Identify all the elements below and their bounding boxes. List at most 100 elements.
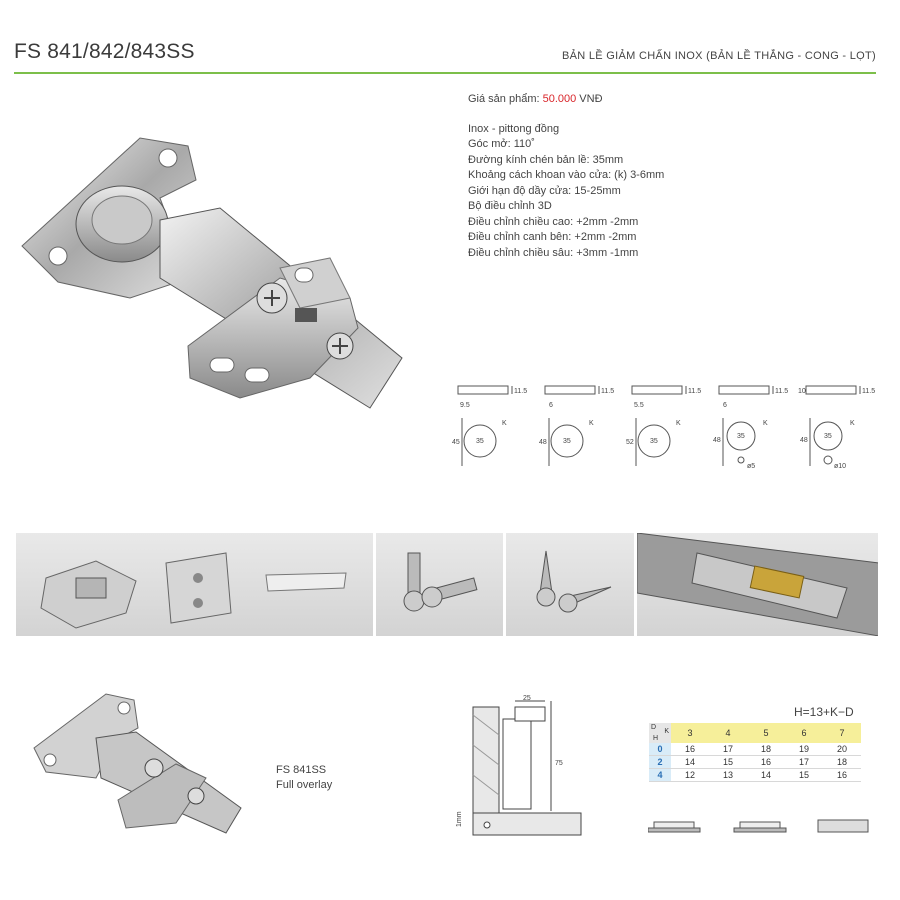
header-divider <box>14 72 876 74</box>
table-cell: 13 <box>709 768 747 782</box>
k-value: 7 <box>823 723 861 743</box>
table-cell: 16 <box>671 743 709 756</box>
k-value: 5 <box>747 723 785 743</box>
d-value: 4 <box>649 768 671 782</box>
drilling-diagram-3: 11.5 5.5 52 35 K <box>626 385 701 466</box>
hinge-profile-sketches <box>648 819 869 833</box>
product-subtitle: BẢN LỀ GIẢM CHẤN INOX (BẢN LỀ THẲNG - CO… <box>562 50 876 62</box>
diagram-1-top: 9.5 <box>460 402 470 409</box>
profile-inset <box>817 819 869 833</box>
corner-d: D <box>651 724 657 731</box>
wood-screws-panel <box>506 533 634 636</box>
mounting-plates-image <box>40 552 347 629</box>
d-value: 0 <box>649 743 671 756</box>
table-cell: 16 <box>747 755 785 769</box>
diagram-2-side: 48 <box>539 439 547 446</box>
piston-closeup-panel <box>636 533 878 636</box>
table-cell: 17 <box>785 755 823 769</box>
section-width: 25 <box>523 695 531 702</box>
diagram-4-side: 48 <box>713 437 721 444</box>
spec-door-thickness: Giới hạn độ dầy cửa: 15-25mm <box>468 184 621 197</box>
overlay-table: D K H 3 4 5 6 7 0 16 17 18 19 20 2 14 15… <box>649 723 861 782</box>
table-cell: 18 <box>823 755 861 769</box>
diagram-4-top: 6 <box>723 402 727 409</box>
diagram-5-k: K <box>850 420 855 427</box>
diagram-2-k: K <box>589 420 594 427</box>
spec-height-adjust: Điều chỉnh chiều cao: +2mm -2mm <box>468 215 639 228</box>
overlay-formula: H=13+K−D <box>794 705 854 719</box>
diagram-5-top: 10 <box>798 388 806 395</box>
price-line: Giá sản phẩm: 50.000 VNĐ <box>468 92 664 108</box>
spec-depth-adjust: Điều chỉnh chiều sâu: +3mm -1mm <box>468 246 639 259</box>
diagram-2-h: 11.5 <box>601 388 614 395</box>
profile-curved <box>733 821 787 833</box>
table-row: 4 12 13 14 15 16 <box>649 768 861 782</box>
table-cell: 15 <box>785 768 823 782</box>
table-header-row: D K H 3 4 5 6 7 <box>649 723 861 743</box>
mounting-plates-panel <box>16 533 373 636</box>
diagram-2-top: 6 <box>549 402 553 409</box>
table-row: 2 14 15 16 17 18 <box>649 755 861 769</box>
wood-screws-image <box>536 550 612 613</box>
diagram-1-side: 45 <box>452 439 460 446</box>
diagram-4-hole: ø5 <box>747 463 755 470</box>
d-value: 2 <box>649 755 671 769</box>
price-value: 50.000 <box>542 93 577 105</box>
spec-3d-adjust: Bộ điều chỉnh 3D <box>468 200 552 212</box>
diagram-2-cup: 35 <box>563 438 571 445</box>
table-cell: 20 <box>823 743 861 756</box>
drilling-diagrams: 11.5 9.5 45 35 K 11.5 6 48 35 K 11.5 5.5… <box>452 385 875 470</box>
diagram-5-cup: 35 <box>824 433 832 440</box>
variant-code: FS 841SS <box>276 764 327 776</box>
spec-drill-distance: Khoảng cách khoan vào cửa: (k) 3-6mm <box>468 169 665 181</box>
diagram-4-h: 11.5 <box>775 388 788 395</box>
drilling-diagram-1: 11.5 9.5 45 35 K <box>452 385 527 466</box>
price-label: Giá sản phẩm: <box>468 93 543 105</box>
table-cell: 14 <box>671 755 709 769</box>
diagram-1-cup: 35 <box>476 438 484 445</box>
variant-name: Full overlay <box>276 779 333 791</box>
model-code: FS 841/842/843SS <box>14 40 195 63</box>
price-currency: VNĐ <box>576 93 603 105</box>
machine-screws-panel <box>375 533 504 636</box>
table-cell: 12 <box>671 768 709 782</box>
spec-side-adjust: Điều chỉnh canh bên: +2mm -2mm <box>468 231 637 243</box>
spec-material: Inox - pittong đồng <box>468 122 560 135</box>
variant-label: FS 841SS Full overlay <box>276 763 332 793</box>
cross-section-diagram: 25 75 1mm <box>456 695 582 836</box>
drilling-diagram-5: 11.5 10 48 35 K ø10 <box>798 385 875 470</box>
corner-h: H <box>653 735 659 742</box>
fs841-hinge-image <box>33 693 242 834</box>
diagram-3-top: 5.5 <box>634 402 644 409</box>
diagram-5-h: 11.5 <box>862 388 875 395</box>
diagram-3-k: K <box>676 420 681 427</box>
diagram-5-side: 48 <box>800 437 808 444</box>
corner-k: K <box>664 728 669 735</box>
drilling-diagram-4: 11.5 6 48 35 K ø5 <box>713 385 788 470</box>
table-corner: D K H <box>649 723 671 743</box>
spec-list: Giá sản phẩm: 50.000 VNĐ Inox - pittong … <box>468 92 664 261</box>
machine-screws-image <box>403 552 478 612</box>
table-row: 0 16 17 18 19 20 <box>649 743 861 756</box>
table-cell: 16 <box>823 768 861 782</box>
diagram-3-side: 52 <box>626 439 634 446</box>
table-cell: 18 <box>747 743 785 756</box>
diagram-1-k: K <box>502 420 507 427</box>
main-hinge-image <box>21 137 403 409</box>
diagram-1-h: 11.5 <box>514 388 527 395</box>
diagram-3-h: 11.5 <box>688 388 701 395</box>
table-cell: 17 <box>709 743 747 756</box>
table-cell: 14 <box>747 768 785 782</box>
section-height: 75 <box>555 760 563 767</box>
spec-opening-angle: Góc mở: 110˚ <box>468 138 535 150</box>
table-cell: 19 <box>785 743 823 756</box>
section-gap: 1mm <box>456 811 463 827</box>
diagram-5-hole: ø10 <box>834 463 846 470</box>
diagram-4-cup: 35 <box>737 433 745 440</box>
k-value: 3 <box>671 723 709 743</box>
spec-cup-diameter: Đường kính chén bản lề: 35mm <box>468 153 624 166</box>
diagram-4-k: K <box>763 420 768 427</box>
accessory-strip <box>16 533 878 636</box>
diagram-3-cup: 35 <box>650 438 658 445</box>
k-value: 6 <box>785 723 823 743</box>
